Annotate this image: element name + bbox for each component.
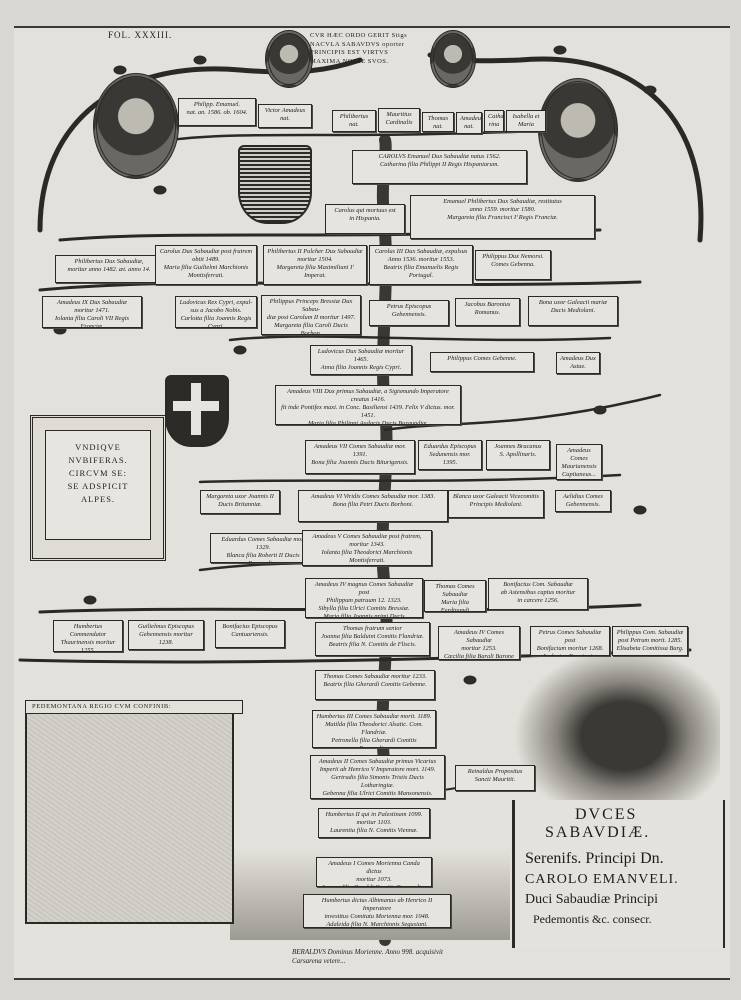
genealogy-box: Amadeus VIII Dux primus Sabaudiæ, a Sigi… <box>275 385 461 425</box>
imprint-text: BERALDVS Dominus Morienne. Anno 998. acq… <box>292 948 443 965</box>
medallion-portrait-left <box>265 30 313 88</box>
genealogy-box: Humbertus III Comes Sabaudiæ morit. 1189… <box>312 710 436 748</box>
dedication-panel: DVCES SABAVDIÆ. Serenifs. Principi Dn. C… <box>512 800 725 948</box>
genealogy-box: Philippus Com. Sabaudiæ post Petrum mori… <box>612 626 688 656</box>
dedication-line: Serenifs. Principi Dn. <box>525 850 664 867</box>
genealogy-box: Amadeus IV magnus Comes Sabaudiæ post Ph… <box>305 578 423 618</box>
coat-of-arms-top <box>238 145 312 224</box>
genealogy-box: Amadeus IV Comes Sabaudiæ moritur 1253. … <box>438 626 520 660</box>
genealogy-box: Carolus Dux Sabaudiæ post fratrem obiit … <box>155 245 257 285</box>
genealogy-box: Humbertus II qui in Palestinam 1099. mor… <box>318 808 430 838</box>
piedmont-map: PEDEMONTANA REGIO CVM CONFINIB: <box>25 700 243 924</box>
dedication-line: CAROLO EMANVELI. <box>525 872 679 887</box>
motto-cartouche: VNDIQVE NVBIFERAS. CIRCVM SE: SE ADSPICI… <box>30 415 166 561</box>
genealogy-box: Amadeus IX Dux Sabaudiæ moritur 1471. Io… <box>42 296 142 328</box>
genealogy-box: Ludovicus Dux Sabaudiæ moritur 1465. Ann… <box>310 345 412 375</box>
dedication-line: Duci Sabaudiæ Principi <box>525 892 658 907</box>
genealogy-box: Petrus Episcopus Gebennensis. <box>369 300 449 326</box>
genealogy-box: Ludovicus Rex Cypri, expul- sus a Jacobo… <box>175 296 257 328</box>
genealogy-box: Philippus Dux Nemorsi. Comes Gebenna. <box>475 250 551 280</box>
dedication-line: Pedemontis &c. consecr. <box>533 912 652 926</box>
genealogy-box: Philippus Comes Gebenne. <box>430 352 534 372</box>
genealogy-box: Philibertus Dux Sabaudiæ, moritur anno 1… <box>55 255 163 283</box>
genealogy-box: Bonifacius Com. Sabaudiæ ab Astensibus c… <box>488 578 588 610</box>
genealogy-box: Thomas fratrum senior Joanna filia Baldu… <box>315 622 430 656</box>
folio-number: FOL. XXXIII. <box>108 30 173 40</box>
genealogy-box: Thomas Comes Sabaudiæ Maria filia Ferdin… <box>424 580 486 612</box>
motto-text: CVR HÆC ORDO GERIT Stigs NACVLA SABAVDVS… <box>310 32 408 65</box>
genealogy-box: Isabella et Maria <box>506 110 546 132</box>
genealogy-box: Amadeus nat. <box>456 112 482 134</box>
genealogy-box: Bona uxor Galeacii mariæ Ducis Mediolani… <box>528 296 618 326</box>
genealogy-box: Humbertus Commendator Thaurinensis morit… <box>53 620 123 652</box>
genealogy-box: Philippus Princeps Bressiæ Dux Sabau- di… <box>261 295 361 335</box>
genealogy-box: Eduardus Episcopus Sedunensis mor. 1395. <box>418 440 482 470</box>
genealogy-box: Amadeus Comes Maurianensis Capitaneus... <box>556 444 602 480</box>
genealogy-box: Philibertus nat. <box>332 110 376 132</box>
genealogy-box: Humbertus dictus Albimanus ab Henrico II… <box>303 894 451 928</box>
genealogy-box: Reinaldus Propositus Sancti Mauritii. <box>455 765 535 791</box>
genealogy-box: Eduardus Comes Sabaudiæ mor. 1329. Blanc… <box>210 533 316 563</box>
coat-of-arms-savoy-cross <box>165 375 229 447</box>
genealogy-box: Amadeus Dux Astae. <box>556 352 600 374</box>
cross-icon <box>173 401 219 411</box>
genealogy-box: Joannes Bracanus S. Apollinaris. <box>486 440 550 470</box>
title-line: DVCES <box>575 806 638 823</box>
genealogy-box: Mauritius Cardinalis <box>378 108 420 132</box>
portrait-left-duke <box>93 73 179 179</box>
genealogy-box: Victor Amadeus nat. <box>258 104 312 128</box>
genealogy-box: Margareta uxor Joannis II Ducis Britanni… <box>200 490 280 514</box>
genealogy-box: CAROLVS Emanuel Dux Sabaudiæ natus 1562.… <box>352 150 527 184</box>
portrait-right-prince <box>538 78 618 182</box>
genealogy-box: Amadeus II Comes Sabaudiæ primus Vicariu… <box>310 755 445 799</box>
cartouche-text: VNDIQVE NVBIFERAS. CIRCVM SE: SE ADSPICI… <box>45 430 151 540</box>
genealogy-box: Amadeus V Comes Sabaudiæ post fratrem, m… <box>302 530 432 566</box>
genealogy-box: Philibertus II Pulcher Dux Sabaudiæ mori… <box>263 245 367 285</box>
genealogy-box: Blanca uxor Galeacii Vicecomitis Princip… <box>448 490 544 518</box>
title-line: SABAVDIÆ. <box>545 824 651 841</box>
genealogy-box: Carolus III Dux Sabaudiæ, expulsus Anno … <box>369 245 473 285</box>
trophy-of-arms <box>505 640 720 800</box>
genealogy-box: Guilielmus Episcopus Gebennensis moritur… <box>128 620 204 650</box>
genealogy-box: Emanuel Philibertus Dux Sabaudiæ, restit… <box>410 195 595 239</box>
genealogy-box: Petrus Comes Sabaudiæ post Bonifacium mo… <box>530 626 610 656</box>
genealogy-box: Amadeus I Comes Morienna Canda dictus mo… <box>316 857 432 887</box>
map-title: PEDEMONTANA REGIO CVM CONFINIB: <box>25 700 243 714</box>
genealogy-box: Carolus qui mortuus est in Hispania. <box>325 204 405 234</box>
genealogy-box: Amadeus VI Viridis Comes Sabaudiæ mor. 1… <box>298 490 448 522</box>
genealogy-box: Thomas Comes Sabaudiæ moritur 1233. Beat… <box>315 670 435 700</box>
genealogy-box: Aelidius Comes Gebennensis. <box>555 490 611 512</box>
genealogy-box: Bonifacius Episcopus Cantuariensis. <box>215 620 285 648</box>
genealogy-box: Amadeus VII Comes Sabaudiæ mor. 1391. Bo… <box>305 440 415 474</box>
genealogy-box: Catha- rina <box>484 110 504 132</box>
genealogy-box: Jacobus Baronius Romanus. <box>455 298 520 326</box>
top-arch-branch <box>37 57 363 233</box>
genealogy-box: Philipp. Emanuel. nat. an. 1586. ob. 160… <box>178 98 256 126</box>
medallion-portrait-right <box>430 30 476 88</box>
genealogy-box: Thomas nat. <box>422 112 454 132</box>
